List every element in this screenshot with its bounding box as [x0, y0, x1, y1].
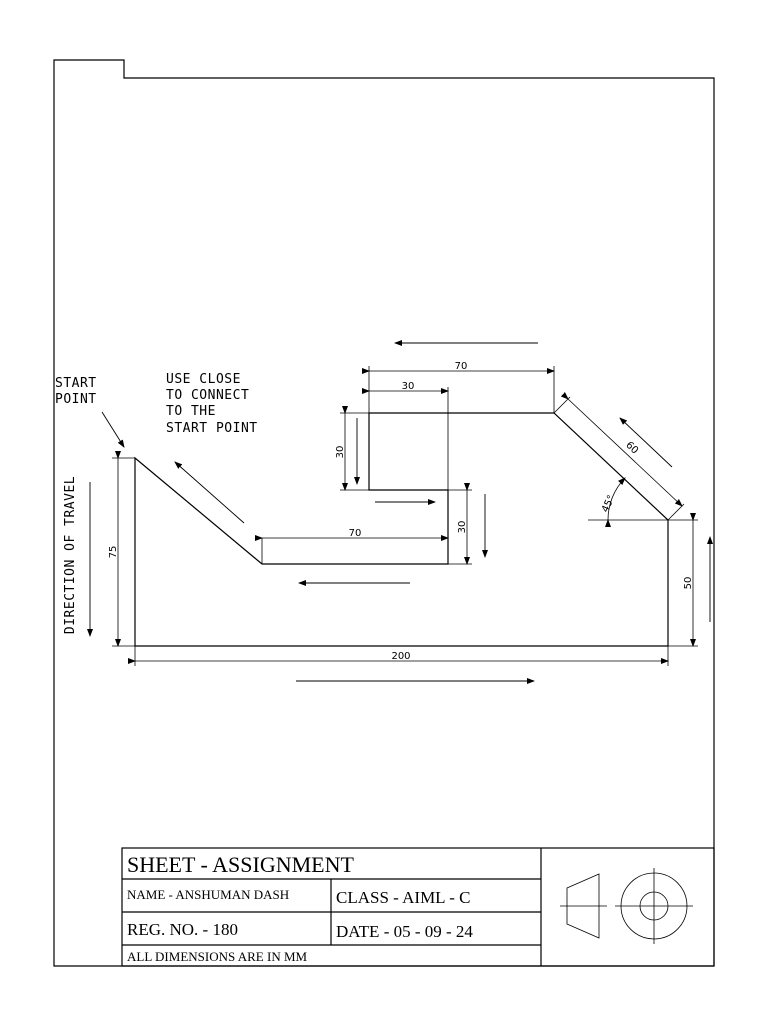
dimension-left-height-label: 75	[108, 546, 119, 559]
dimension-right-height-label: 50	[683, 577, 694, 590]
dimension-top-width-label: 70	[455, 361, 468, 372]
dimension-right-height: 50	[668, 513, 698, 647]
dimension-notch-depth-left: 30	[335, 406, 369, 491]
dimension-angle-label: 45°	[600, 494, 617, 515]
title-block-title: SHEET - ASSIGNMENT	[127, 852, 355, 877]
note-use-close-line1: USE CLOSE	[166, 372, 241, 387]
dimension-notch-width-label: 30	[402, 381, 415, 392]
travel-arrows	[87, 340, 713, 684]
title-block-date: DATE - 05 - 09 - 24	[336, 922, 473, 941]
note-use-close-line2: TO CONNECT	[166, 388, 249, 403]
title-block-name: NAME - ANSHUMAN DASH	[127, 887, 289, 902]
title-block-class: CLASS - AIML - C	[336, 888, 470, 907]
dimension-slope-length-label: 60	[623, 440, 640, 457]
dimension-top-width: 70	[362, 361, 555, 413]
first-angle-projection-icon	[560, 868, 693, 944]
dimension-overall-width-label: 200	[391, 651, 410, 662]
sheet-border	[53, 59, 715, 967]
dimension-slope-length: 60	[553, 392, 685, 521]
title-block: SHEET - ASSIGNMENT NAME - ANSHUMAN DASH …	[121, 847, 715, 967]
note-use-close-line4: START POINT	[166, 421, 258, 436]
dimension-notch-width: 30	[362, 381, 449, 490]
note-start-point: START POINT	[55, 376, 97, 407]
dimension-left-height: 75	[108, 451, 135, 647]
dimension-bottom-step-label: 70	[349, 528, 362, 539]
dimension-bottom-step: 70	[255, 528, 449, 541]
note-start-point-line1: START	[55, 376, 97, 391]
dimension-angle: 45°	[588, 477, 668, 528]
note-direction-of-travel: DIRECTION OF TRAVEL	[63, 476, 78, 634]
dimension-notch-depth-left-label: 30	[335, 446, 346, 459]
note-use-close-line3: TO THE	[166, 404, 216, 419]
dimension-overall-width: 200	[128, 646, 669, 666]
title-block-units-note: ALL DIMENSIONS ARE IN MM	[127, 949, 308, 964]
dimension-notch-depth-right: 30	[448, 483, 472, 565]
part-outline	[134, 412, 669, 647]
title-block-reg: REG. NO. - 180	[127, 920, 238, 939]
note-use-close: USE CLOSE TO CONNECT TO THE START POINT	[166, 372, 258, 436]
note-start-point-line2: POINT	[55, 392, 97, 407]
dimension-notch-depth-right-label: 30	[457, 521, 468, 534]
